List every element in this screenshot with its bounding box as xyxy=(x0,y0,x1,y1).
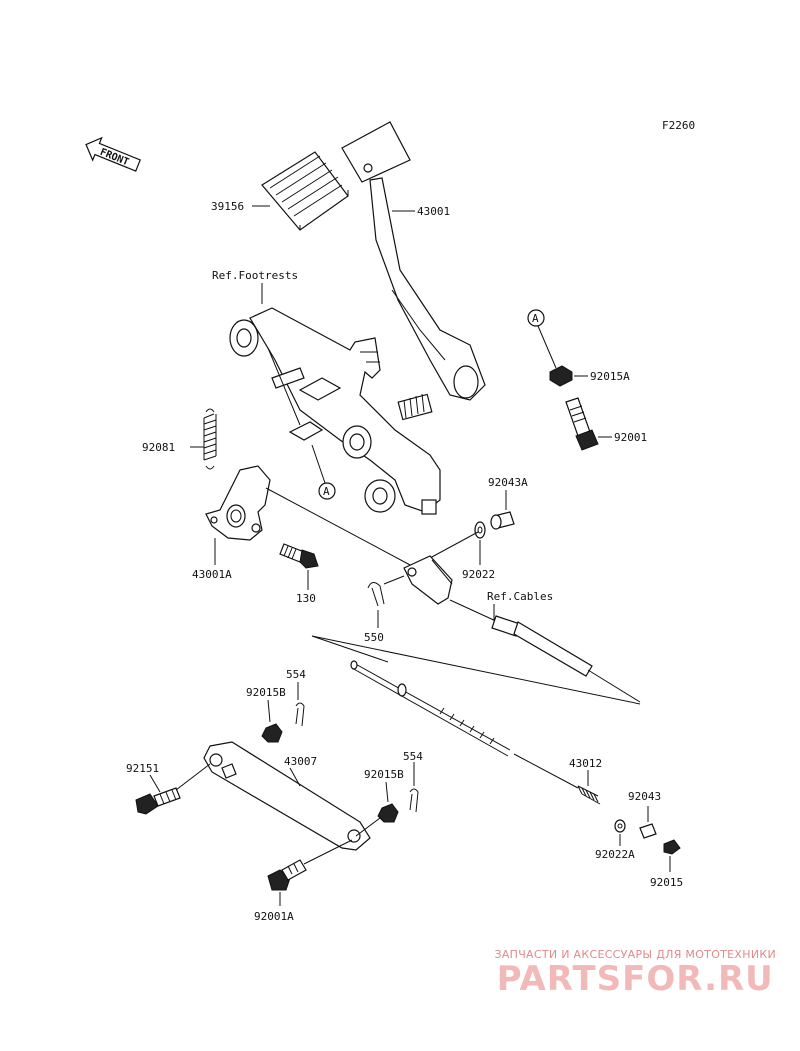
label-43007: 43007 xyxy=(284,755,317,768)
label-554-left: 554 xyxy=(286,668,306,681)
figure-code: F2260 xyxy=(662,119,695,132)
label-92015B-right: 92015B xyxy=(364,768,404,781)
callout-a-lower xyxy=(318,482,336,500)
label-92022: 92022 xyxy=(462,568,495,581)
label-92015B-left: 92015B xyxy=(246,686,286,699)
clevis xyxy=(403,555,453,605)
label-92015: 92015 xyxy=(650,876,683,889)
washer-92022 xyxy=(474,521,486,539)
spring-43012 xyxy=(577,785,601,805)
callout-a-upper-letter: A xyxy=(532,312,539,325)
lever-43001A xyxy=(205,465,271,541)
cotter-pin-554-left xyxy=(295,702,305,727)
bolt-92001 xyxy=(565,397,599,451)
label-43012: 43012 xyxy=(569,757,602,770)
label-ref-footrests: Ref.Footrests xyxy=(212,269,298,282)
collar xyxy=(298,377,342,401)
nut-92015A xyxy=(549,365,573,387)
label-43001: 43001 xyxy=(417,205,450,218)
label-92043: 92043 xyxy=(628,790,661,803)
callout-a-upper xyxy=(527,309,545,327)
front-arrow-icon: FRONT xyxy=(85,136,141,172)
label-92151: 92151 xyxy=(126,762,159,775)
label-43001A: 43001A xyxy=(192,568,232,581)
pin-92043 xyxy=(639,823,657,839)
pin-92043A xyxy=(490,511,515,530)
label-39156: 39156 xyxy=(211,200,244,213)
label-92081: 92081 xyxy=(142,441,175,454)
pedal-rubber-39156 xyxy=(261,151,349,231)
brake-rod-43012 xyxy=(350,660,511,757)
label-92001: 92001 xyxy=(614,431,647,444)
watermark-brand: PARTSFOR.RU xyxy=(496,959,774,999)
pin xyxy=(271,367,305,389)
brake-pedal-43001 xyxy=(341,121,486,421)
footrest-bracket xyxy=(229,307,441,515)
label-92001A: 92001A xyxy=(254,910,294,923)
watermark: ЗАПЧАСТИ И АКСЕССУАРЫ ДЛЯ МОТОТЕХНИКИ PA… xyxy=(494,948,776,997)
nut-92015B-right xyxy=(377,803,399,823)
callout-a-lower-letter: A xyxy=(323,485,330,498)
cotter-pin-550 xyxy=(367,582,385,607)
brake-cable xyxy=(449,599,641,703)
washer xyxy=(288,421,324,441)
label-92015A: 92015A xyxy=(590,370,630,383)
label-130: 130 xyxy=(296,592,316,605)
watermark-tagline: ЗАПЧАСТИ И АКСЕССУАРЫ ДЛЯ МОТОТЕХНИКИ xyxy=(494,948,776,961)
cotter-pin-554-right xyxy=(409,788,419,813)
label-554-right: 554 xyxy=(403,750,423,763)
label-92022A: 92022A xyxy=(595,848,635,861)
nut-92015 xyxy=(663,839,681,855)
bolt-130 xyxy=(279,543,319,569)
washer-92022A xyxy=(614,819,626,833)
label-92043A: 92043A xyxy=(488,476,528,489)
nut-92015B-left xyxy=(261,723,283,743)
bolt-92001A xyxy=(267,859,307,891)
label-ref-cables: Ref.Cables xyxy=(487,590,553,603)
bolt-92151 xyxy=(135,787,181,815)
label-550: 550 xyxy=(364,631,384,644)
lever-43007 xyxy=(203,741,371,851)
spring-92081 xyxy=(203,408,217,470)
